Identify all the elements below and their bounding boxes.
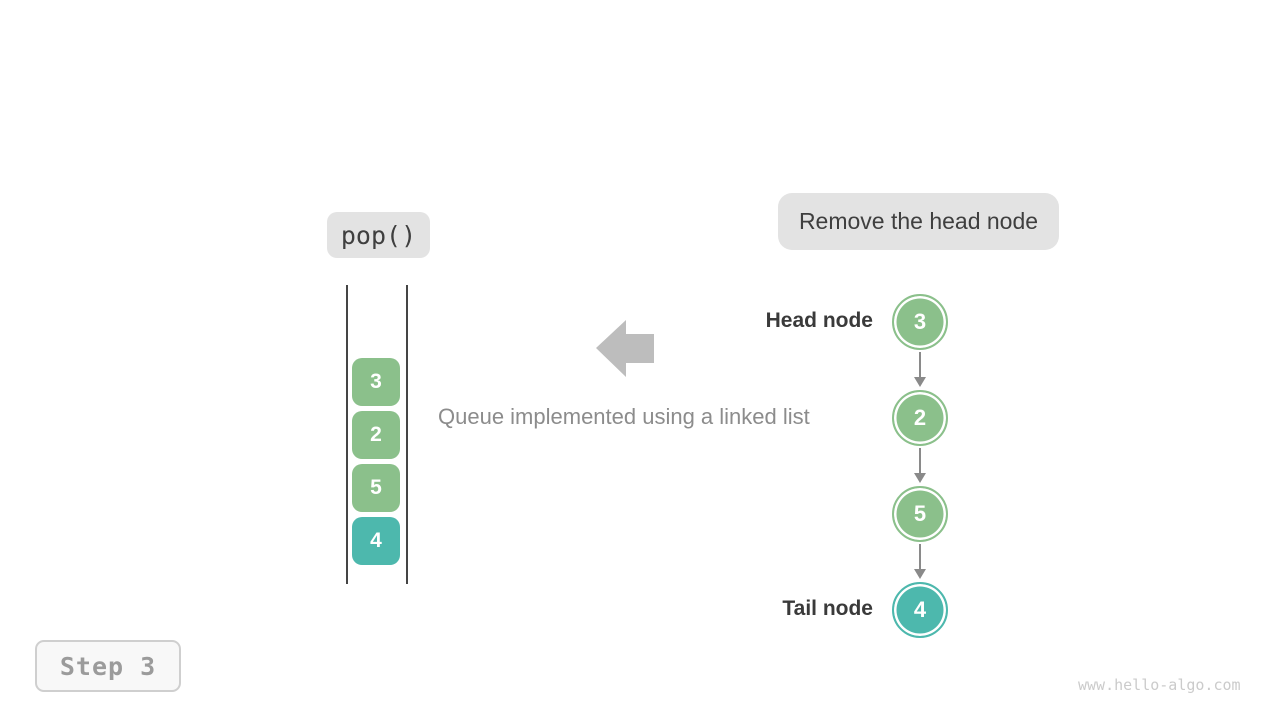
queue-item-value: 3	[370, 370, 382, 393]
queue-item-value: 2	[370, 423, 382, 446]
queue-item-value: 4	[370, 529, 382, 552]
node-value: 5	[913, 501, 927, 526]
node-value: 3	[913, 309, 927, 334]
remove-head-callout-text: Remove the head node	[798, 208, 1039, 234]
down-arrow-icon	[913, 352, 927, 387]
node-value: 4	[913, 597, 927, 622]
queue-container-right-rail	[406, 285, 408, 584]
linked-list-node: 5	[892, 486, 948, 542]
node-value: 2	[913, 405, 927, 430]
linked-list-node-head: 3	[892, 294, 948, 350]
left-arrow-icon	[596, 320, 654, 377]
tail-node-label: Tail node	[782, 597, 873, 620]
down-arrow-icon	[913, 544, 927, 579]
step-badge-text: Step 3	[59, 651, 157, 681]
queue-item: 3	[352, 358, 400, 406]
watermark: www.hello-algo.com	[1078, 676, 1241, 694]
pop-operation-label: pop()	[327, 212, 430, 258]
linked-list: 3 2 5 4	[892, 294, 948, 638]
linked-list-node-tail: 4	[892, 582, 948, 638]
queue-item: 5	[352, 464, 400, 512]
head-node-label: Head node	[765, 309, 873, 332]
queue-stack: 3 2 5 4	[352, 358, 400, 565]
linked-list-node: 2	[892, 390, 948, 446]
diagram-caption: Queue implemented using a linked list	[438, 404, 810, 429]
queue-item-value: 5	[370, 476, 382, 499]
queue-item-tail: 4	[352, 517, 400, 565]
queue-item: 2	[352, 411, 400, 459]
down-arrow-icon	[913, 448, 927, 483]
step-badge: Step 3	[35, 640, 181, 692]
remove-head-callout: Remove the head node	[778, 193, 1059, 250]
pop-operation-text: pop()	[340, 220, 417, 250]
queue-container-left-rail	[346, 285, 348, 584]
